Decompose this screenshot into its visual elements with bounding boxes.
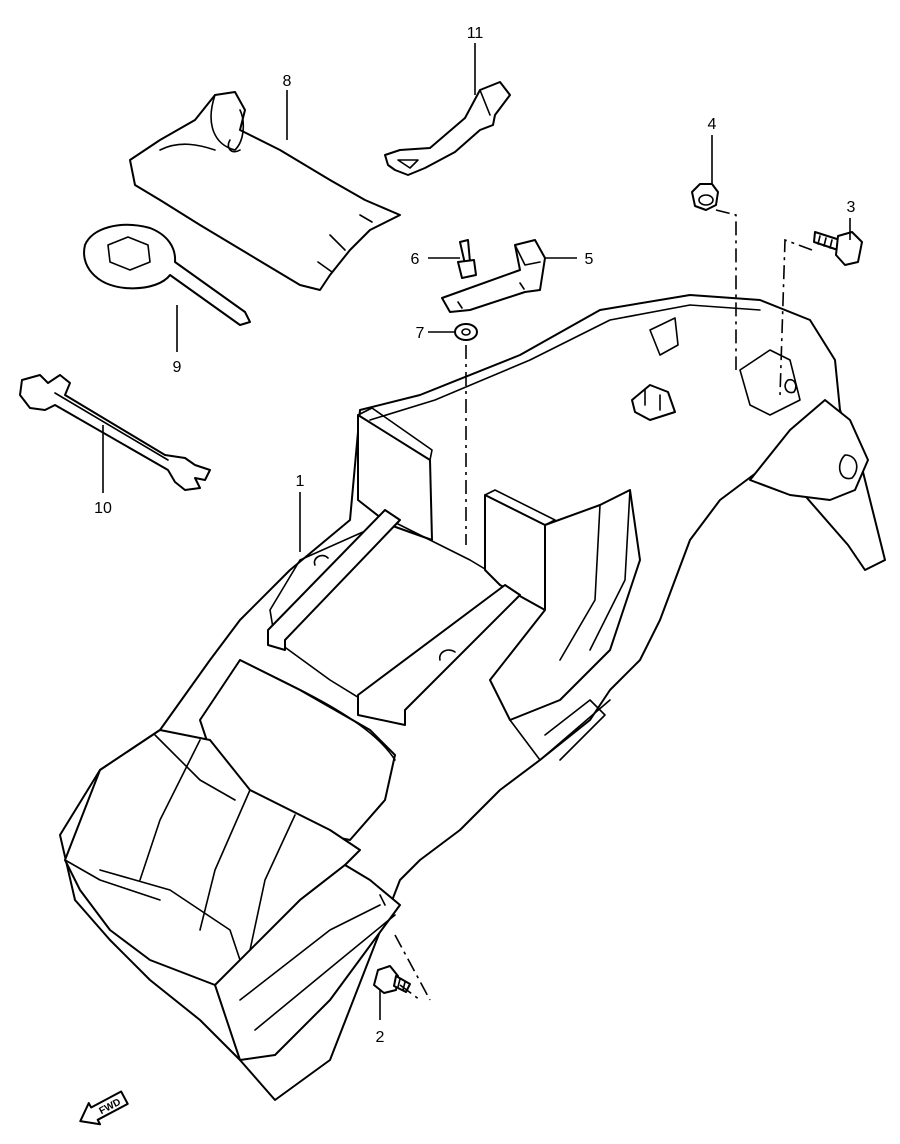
tool-bag-part-8[interactable] [129,91,401,291]
callout-6: 6 [411,251,420,268]
callout-5: 5 [585,251,594,268]
bolt-part-2[interactable] [373,965,411,994]
assembly-center-lines [394,209,813,1001]
washer-part-7[interactable] [454,323,478,341]
callout-2: 2 [376,1029,385,1046]
hex-wrench-part-9[interactable] [83,223,251,326]
strap-part-11[interactable] [384,81,511,176]
callout-7: 7 [416,325,425,342]
nut-part-4[interactable] [691,183,719,211]
callout-labels: 1 2 3 4 5 6 7 8 9 10 11 [94,25,855,1046]
rear-fender-part-1[interactable] [59,294,886,1101]
bracket-part-5[interactable] [441,239,546,313]
callout-1: 1 [296,473,305,490]
callout-8: 8 [283,73,292,90]
forward-arrow-icon: FWD [79,1090,129,1126]
screw-part-6[interactable] [457,239,477,279]
callout-10: 10 [94,500,112,517]
bolt-part-3[interactable] [813,231,863,266]
callout-11: 11 [467,25,484,42]
open-end-wrench-part-10[interactable] [19,374,211,491]
callout-3: 3 [847,199,856,216]
callout-9: 9 [173,359,182,376]
callout-4: 4 [708,116,717,133]
leader-lines [102,43,851,1020]
